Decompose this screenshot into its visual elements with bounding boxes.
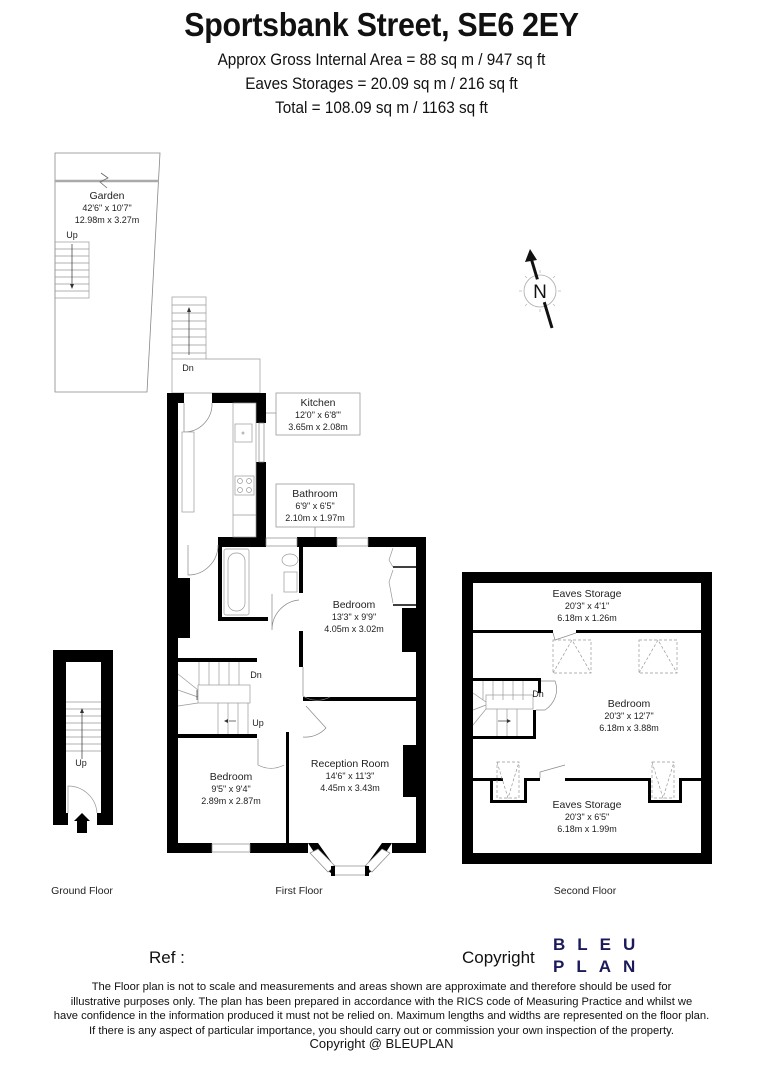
bathroom-imperial: 6'9" x 6'5"	[295, 501, 334, 511]
bathroom-metric: 2.10m x 1.97m	[285, 513, 345, 523]
property-title: Sportsbank Street, SE6 2EY	[184, 6, 579, 43]
second-floor-doors	[536, 632, 577, 778]
external-stair-label: Dn	[182, 363, 194, 373]
disclaimer-line: If there is any aspect of particular imp…	[89, 1024, 674, 1037]
second-floor-stairs	[472, 681, 534, 736]
kitchen-imperial: 12'0" x 6'8"'	[295, 410, 341, 420]
disclaimer-line: illustrative purposes only. The plan has…	[70, 995, 693, 1008]
room-eaves-bottom: Eaves Storage 20'3" x 6'5" 6.18m x 1.99m	[553, 799, 622, 834]
external-stairs	[171, 296, 261, 394]
logo-line-1: BLEU	[553, 935, 648, 954]
eaves-bottom-name: Eaves Storage	[553, 799, 622, 811]
bedroom-rear-metric: 4.05m x 3.02m	[324, 624, 384, 634]
eaves-bottom-imperial: 20'3" x 6'5"	[565, 812, 609, 822]
first-floor-stairs	[177, 662, 251, 734]
bedroom-rear-imperial: 13'3" x 9'9"	[332, 612, 376, 622]
doors	[183, 402, 331, 769]
second-floor-label: Second Floor	[554, 885, 617, 897]
ground-floor-label: Ground Floor	[51, 885, 113, 897]
disclaimer-text: The Floor plan is not to scale and measu…	[20, 980, 743, 1038]
bedroom-front-metric: 2.89m x 2.87m	[201, 796, 261, 806]
first-floor-walls	[167, 393, 426, 853]
second-floor-walls	[462, 572, 712, 864]
kitchen-metric: 3.65m x 2.08m	[288, 422, 348, 432]
bedroom-rear-name: Bedroom	[333, 599, 376, 611]
windows	[211, 422, 369, 853]
ref-label: Ref :	[149, 948, 185, 967]
ground-stair-label: Up	[75, 758, 87, 768]
garden-imperial: 42'6" x 10'7"	[82, 203, 131, 213]
bedroom-second-name: Bedroom	[608, 698, 651, 710]
bathroom-callout: Bathroom 6'9" x 6'5" 2.10m x 1.97m	[275, 483, 355, 537]
garden-metric: 12.98m x 3.27m	[75, 215, 140, 225]
total-area: Total = 108.09 sq m / 1163 sq ft	[275, 98, 488, 117]
reception-name: Reception Room	[311, 758, 389, 770]
reception-metric: 4.45m x 3.43m	[320, 783, 380, 793]
first-floor-label: First Floor	[275, 885, 323, 897]
compass-icon: N	[519, 249, 561, 329]
skylights	[496, 639, 678, 800]
ground-floor-plan: Up	[53, 650, 113, 833]
room-reception: Reception Room 14'6" x 11'3" 4.45m x 3.4…	[311, 758, 389, 793]
disclaimer-line: have confidence in the information produ…	[53, 1010, 710, 1022]
room-bedroom-second: Bedroom 20'3" x 12'7" 6.18m x 3.88m	[599, 698, 659, 733]
bay-window	[308, 843, 392, 876]
wardrobe	[388, 547, 416, 606]
eaves-storage-area: Eaves Storages = 20.09 sq m / 216 sq ft	[245, 74, 518, 93]
first-stair-down-label: Dn	[250, 670, 262, 680]
kitchen-name: Kitchen	[300, 397, 335, 409]
gross-internal-area: Approx Gross Internal Area = 88 sq m / 9…	[217, 50, 546, 69]
disclaimer-line: The Floor plan is not to scale and measu…	[91, 981, 672, 993]
bedroom-second-imperial: 20'3" x 12'7"	[604, 711, 653, 721]
room-bedroom-rear: Bedroom 13'3" x 9'9" 4.05m x 3.02m	[324, 599, 384, 634]
eaves-top-imperial: 20'3" x 4'1"	[565, 601, 609, 611]
logo-line-2: PLAN	[553, 957, 648, 976]
bedroom-front-name: Bedroom	[210, 771, 253, 783]
eaves-top-name: Eaves Storage	[553, 588, 622, 600]
eaves-top-metric: 6.18m x 1.26m	[557, 613, 617, 623]
garden-area: Garden 42'6" x 10'7" 12.98m x 3.27m Up	[54, 152, 161, 393]
room-bedroom-front: Bedroom 9'5" x 9'4" 2.89m x 2.87m	[201, 771, 261, 806]
bathroom-fixtures	[223, 548, 299, 616]
garden-stair-label: Up	[66, 230, 78, 240]
compass-north-label: N	[533, 282, 547, 303]
room-eaves-top: Eaves Storage 20'3" x 4'1" 6.18m x 1.26m	[553, 588, 622, 623]
copyright-label: Copyright	[462, 948, 535, 967]
garden-stairs	[54, 241, 90, 299]
copyright-notice: Copyright @ BLEUPLAN	[309, 1036, 454, 1051]
bedroom-second-metric: 6.18m x 3.88m	[599, 723, 659, 733]
garden-name: Garden	[89, 190, 124, 202]
eaves-bottom-metric: 6.18m x 1.99m	[557, 824, 617, 834]
first-stair-up-label: Up	[252, 718, 264, 728]
second-stair-label: Dn	[532, 689, 544, 699]
bleuplan-logo: BLEU PLAN	[553, 934, 647, 978]
bathroom-name: Bathroom	[292, 488, 338, 500]
kitchen-callout: Kitchen 12'0" x 6'8"' 3.65m x 2.08m	[266, 392, 361, 436]
bedroom-front-imperial: 9'5" x 9'4"	[211, 784, 250, 794]
kitchen-fixtures	[181, 402, 257, 538]
reception-imperial: 14'6" x 11'3"	[326, 771, 375, 781]
